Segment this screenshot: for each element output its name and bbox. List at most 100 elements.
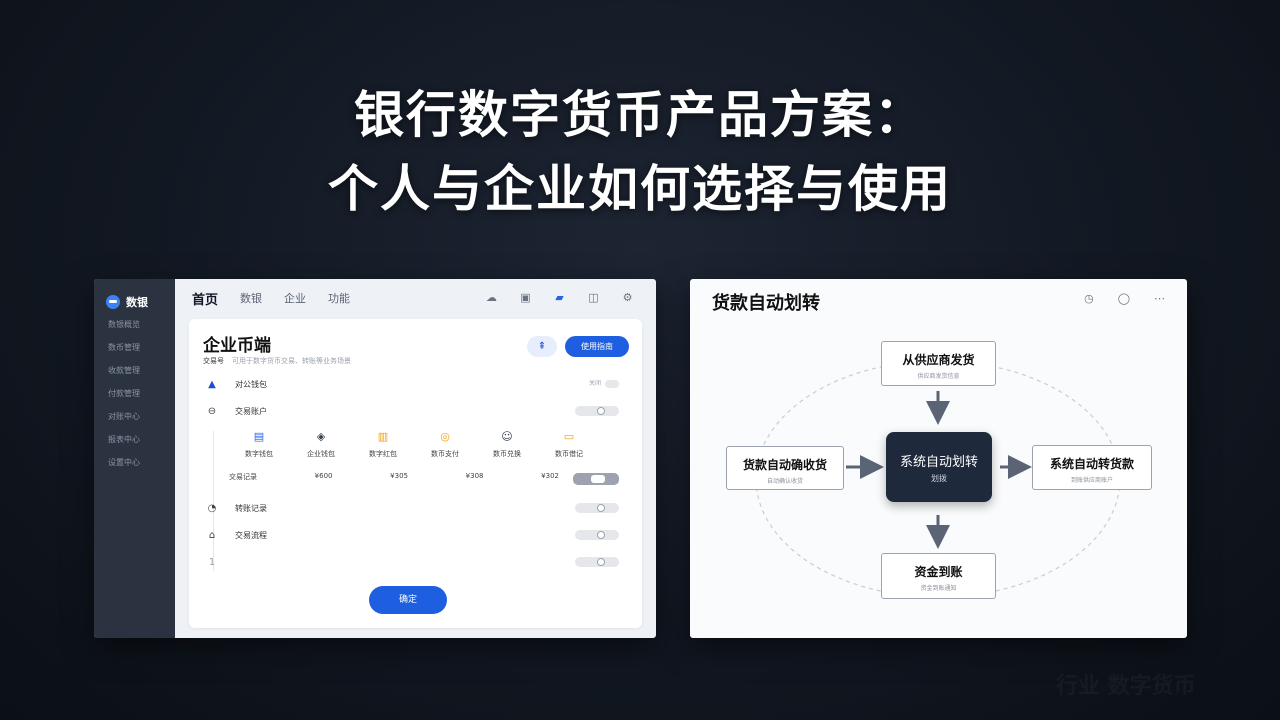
gift-icon: ▥ xyxy=(377,430,389,443)
sidebar-item-pay[interactable]: 付款管理 xyxy=(108,389,140,398)
product-label: 数字红包 xyxy=(369,450,397,458)
toggle-knob xyxy=(597,504,605,512)
price-value: ¥305 xyxy=(390,472,408,480)
toggle-text: 关闭 xyxy=(588,380,601,387)
row-transfer-records[interactable]: ◔ 转账记录 xyxy=(205,499,619,517)
clock-icon[interactable]: ◷ xyxy=(1084,292,1094,305)
cloud-icon[interactable]: ☁ xyxy=(486,291,497,304)
sidebar-item-overview[interactable]: 数银概览 xyxy=(108,320,140,329)
main-content: 首页 数银 企业 功能 ☁ ▣ ▰ ◫ ⚙ 企业币端 交易号可用于数字货币交易、… xyxy=(175,279,656,638)
confirm-button[interactable]: 确定 xyxy=(369,586,447,614)
number-icon: 1 xyxy=(208,556,216,568)
gamepad-icon[interactable]: ◫ xyxy=(588,291,599,304)
box-icon: ⌂ xyxy=(208,529,216,541)
node-title: 系统自动转货款 xyxy=(1049,457,1134,471)
product-label: 数币兑换 xyxy=(493,450,521,458)
triangle-icon: ▲ xyxy=(208,378,216,390)
toggle-knob xyxy=(597,531,605,539)
product-coin-debit[interactable]: ▭ 数币借记 xyxy=(539,430,599,459)
node-sub: 自动确认收货 xyxy=(766,478,803,485)
toggle-knob xyxy=(591,475,605,483)
enterprise-card: 企业币端 交易号可用于数字货币交易、转账等业务场景 ⇞ 使用指南 ▲ 对公钱包 … xyxy=(189,319,642,628)
toggle-flow[interactable] xyxy=(575,530,619,540)
box-icon: ◈ xyxy=(316,430,326,443)
row-label: 对公钱包 xyxy=(235,379,267,389)
price-value: ¥302 xyxy=(541,472,559,480)
product-coin-pay[interactable]: ◎ 数币支付 xyxy=(415,430,475,459)
toggle-trade-account[interactable] xyxy=(575,406,619,416)
node-sub: 到账供应商账户 xyxy=(1070,477,1113,484)
tab-home[interactable]: 首页 xyxy=(192,292,219,308)
product-digital-redpacket[interactable]: ▥ 数字红包 xyxy=(353,430,413,459)
tree-line xyxy=(213,431,214,571)
settings-icon[interactable]: ⚙ xyxy=(622,291,633,304)
flow-actions: ◷ ◯ ⋯ xyxy=(1084,292,1165,305)
brand-name: 数银 xyxy=(126,296,148,309)
row-label: 交易账户 xyxy=(235,406,267,416)
toggle-track xyxy=(605,380,619,388)
row-label: 交易流程 xyxy=(235,530,267,540)
headline-line-1: 银行数字货币产品方案： xyxy=(354,86,926,144)
sidebar-item-reports[interactable]: 报表中心 xyxy=(108,435,140,444)
flow-window: 货款自动划转 ◷ ◯ ⋯ 从供应商发货 供应商发货信息 货款自动确收货 自动确认… xyxy=(690,279,1187,638)
nav-icon-group: ☁ ▣ ▰ ◫ ⚙ xyxy=(485,291,634,304)
product-label: 企业钱包 xyxy=(307,450,335,458)
row-corporate-wallet[interactable]: ▲ 对公钱包 关闭 xyxy=(205,375,619,393)
card-subtitle-label: 交易号 xyxy=(203,357,224,365)
product-digital-wallet[interactable]: ▤ 数字钱包 xyxy=(229,430,289,459)
node-sub: 划拨 xyxy=(931,474,947,483)
watermark: 行业 数字货币 xyxy=(1056,668,1196,700)
sidebar: 数银 数银概览 数币管理 收款管理 付款管理 对账中心 报表中心 设置中心 xyxy=(94,279,175,638)
node-funds-arrived[interactable]: 资金到账 资金到账通知 xyxy=(881,553,996,599)
upload-icon-button[interactable]: ⇞ xyxy=(527,336,557,357)
briefcase-icon[interactable]: ▣ xyxy=(520,291,531,304)
row-trade-account[interactable]: ⊖ 交易账户 xyxy=(205,402,619,420)
node-auto-receive[interactable]: 货款自动确收货 自动确认收货 xyxy=(726,446,844,490)
wallet-icon: ▤ xyxy=(253,430,265,443)
product-coin-exchange[interactable]: ☺ 数币兑换 xyxy=(477,430,537,459)
row-label: 转账记录 xyxy=(235,503,267,513)
sidebar-item-settings[interactable]: 设置中心 xyxy=(108,458,140,467)
top-nav: 首页 数银 企业 功能 xyxy=(175,279,656,317)
card-subtitle: 交易号可用于数字货币交易、转账等业务场景 xyxy=(203,356,351,366)
more-icon[interactable]: ⋯ xyxy=(1154,292,1165,305)
headline: 银行数字货币产品方案： 个人与企业如何选择与使用 xyxy=(0,78,1280,226)
toggle-price[interactable] xyxy=(573,473,619,485)
node-sub: 供应商发货信息 xyxy=(917,373,960,380)
product-enterprise-wallet[interactable]: ◈ 企业钱包 xyxy=(291,430,351,459)
enterprise-app-window: 数银 数银概览 数币管理 收款管理 付款管理 对账中心 报表中心 设置中心 首页… xyxy=(94,279,656,638)
sidebar-item-reconcile[interactable]: 对账中心 xyxy=(108,412,140,421)
node-system-transfer[interactable]: 系统自动划转 划拨 xyxy=(886,432,992,502)
toggle-knob xyxy=(597,558,605,566)
circle-minus-icon: ⊖ xyxy=(207,405,217,417)
brand[interactable]: 数银 xyxy=(94,291,175,313)
row-trade-flow[interactable]: ⌂ 交易流程 xyxy=(205,526,619,544)
node-title: 系统自动划转 xyxy=(899,455,978,470)
tab-shuyin[interactable]: 数银 xyxy=(240,292,263,305)
clock-icon: ◔ xyxy=(207,502,217,514)
toggle-transfer[interactable] xyxy=(575,503,619,513)
guide-button[interactable]: 使用指南 xyxy=(565,336,629,357)
node-supplier-ship[interactable]: 从供应商发货 供应商发货信息 xyxy=(881,341,996,386)
sidebar-item-currency[interactable]: 数币管理 xyxy=(108,343,140,352)
node-title: 从供应商发货 xyxy=(902,353,975,367)
toggle-wallet[interactable]: 关闭 xyxy=(575,379,619,389)
comment-icon[interactable]: ◯ xyxy=(1117,292,1130,305)
node-auto-pay[interactable]: 系统自动转货款 到账供应商账户 xyxy=(1032,445,1152,490)
tab-features[interactable]: 功能 xyxy=(328,292,351,305)
card-subtitle-text: 可用于数字货币交易、转账等业务场景 xyxy=(232,357,351,365)
headline-line-2: 个人与企业如何选择与使用 xyxy=(328,160,952,218)
price-value: ¥600 xyxy=(314,472,333,480)
folder-icon[interactable]: ▰ xyxy=(555,291,564,304)
tab-enterprise[interactable]: 企业 xyxy=(284,292,307,305)
brand-logo-icon xyxy=(106,295,120,309)
sidebar-item-receive[interactable]: 收款管理 xyxy=(108,366,140,375)
price-row-label: 交易记录 xyxy=(229,473,257,481)
node-title: 货款自动确收货 xyxy=(742,458,827,472)
product-label: 数币支付 xyxy=(431,450,459,458)
toggle-knob xyxy=(597,407,605,415)
coin-icon: ◎ xyxy=(440,430,450,443)
flow-title: 货款自动划转 xyxy=(712,293,820,314)
toggle-extra[interactable] xyxy=(575,557,619,567)
row-number[interactable]: 1 xyxy=(205,553,619,571)
